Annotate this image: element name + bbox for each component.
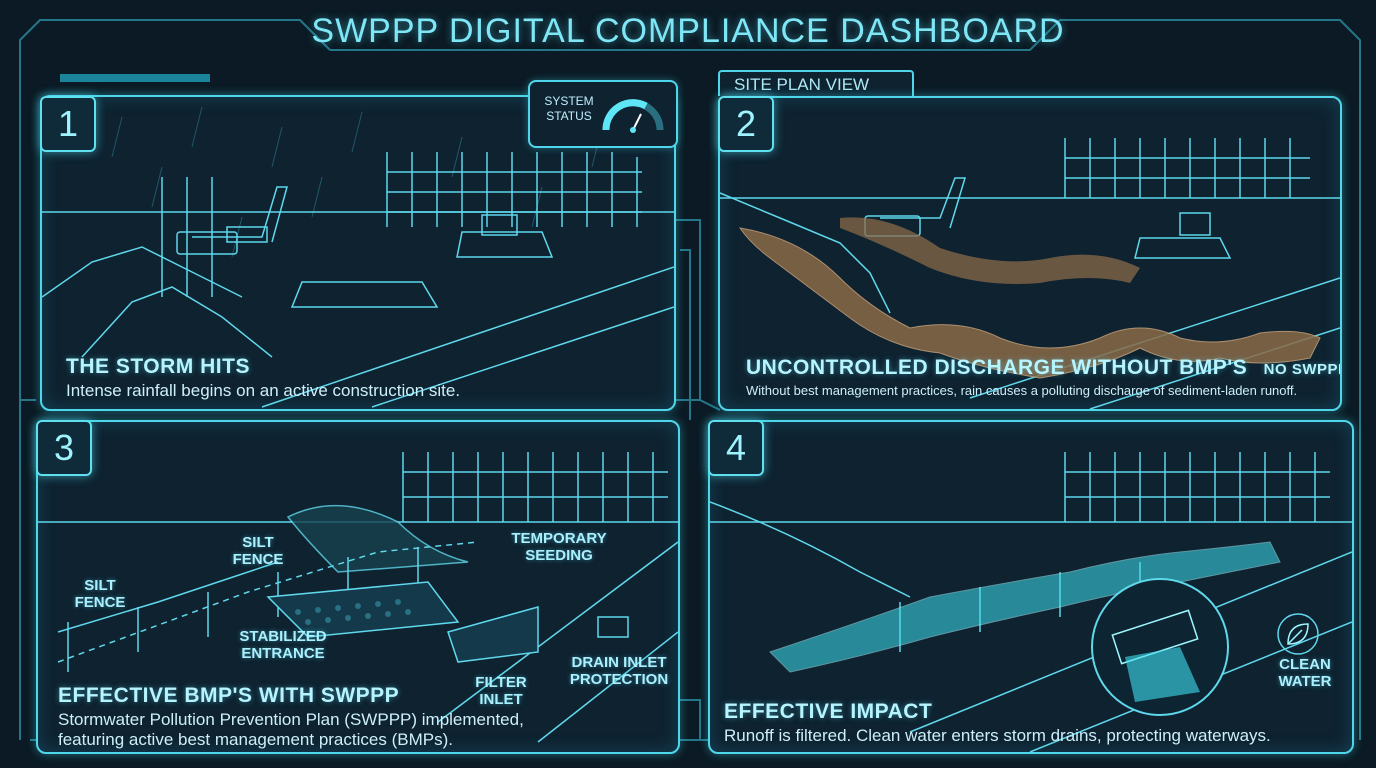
storm-scene-illustration xyxy=(42,106,674,408)
panel-description: Without best management practices, rain … xyxy=(746,383,1298,398)
bmp-scene-illustration xyxy=(38,452,678,743)
leaf-icon xyxy=(1277,613,1319,655)
step-number-4: 4 xyxy=(708,420,764,476)
panel-title: EFFECTIVE IMPACT xyxy=(724,700,933,723)
panel-effective-bmps[interactable]: SILT FENCE SILT FENCE TEMPORARY SEEDING … xyxy=(36,420,680,754)
gauge-icon xyxy=(602,99,664,133)
panel-title: UNCONTROLLED DISCHARGE WITHOUT BMP'S NO … xyxy=(746,356,1342,380)
discharge-scene-illustration xyxy=(720,138,1340,409)
panel-title-text: UNCONTROLLED DISCHARGE WITHOUT BMP'S xyxy=(746,356,1248,379)
panel-description-line2: featuring active best management practic… xyxy=(58,730,453,749)
label-filter-inlet: FILTER INLET xyxy=(475,674,527,708)
dashboard-title: SWPPP DIGITAL COMPLIANCE DASHBOARD xyxy=(311,12,1065,50)
system-status-widget[interactable]: SYSTEM STATUS xyxy=(528,80,678,148)
label-silt-fence-left: SILT FENCE xyxy=(74,577,126,611)
panel-description-line1: Stormwater Pollution Prevention Plan (SW… xyxy=(58,710,524,729)
impact-scene-illustration xyxy=(710,452,1352,752)
panel-uncontrolled-discharge[interactable]: UNCONTROLLED DISCHARGE WITHOUT BMP'S NO … xyxy=(718,96,1342,411)
label-stabilized-entrance: STABILIZED ENTRANCE xyxy=(239,628,327,662)
label-silt-fence-top: SILT FENCE xyxy=(232,534,284,568)
label-temporary-seeding: TEMPORARY SEEDING xyxy=(511,530,607,564)
step-number-1: 1 xyxy=(40,96,96,152)
panel-storm-hits[interactable]: THE STORM HITS Intense rainfall begins o… xyxy=(40,95,676,411)
panel-effective-impact[interactable]: CLEAN WATER EFFECTIVE IMPACT Runoff is f… xyxy=(708,420,1354,754)
panel-title: EFFECTIVE BMP'S WITH SWPPP xyxy=(58,684,400,707)
no-swppp-badge: NO SWPPP xyxy=(1263,361,1342,378)
label-drain-inlet-protection: DRAIN INLET PROTECTION xyxy=(569,654,669,688)
panel-title: THE STORM HITS xyxy=(66,355,250,378)
tab-site-plan-view[interactable]: SITE PLAN VIEW xyxy=(718,70,914,96)
panel-description: Runoff is filtered. Clean water enters s… xyxy=(724,726,1271,745)
step-number-2: 2 xyxy=(718,96,774,152)
system-status-label: SYSTEM STATUS xyxy=(544,94,594,123)
label-clean-water: CLEAN WATER xyxy=(1278,656,1332,690)
panel-description: Intense rainfall begins on an active con… xyxy=(66,381,461,400)
step-number-3: 3 xyxy=(36,420,92,476)
